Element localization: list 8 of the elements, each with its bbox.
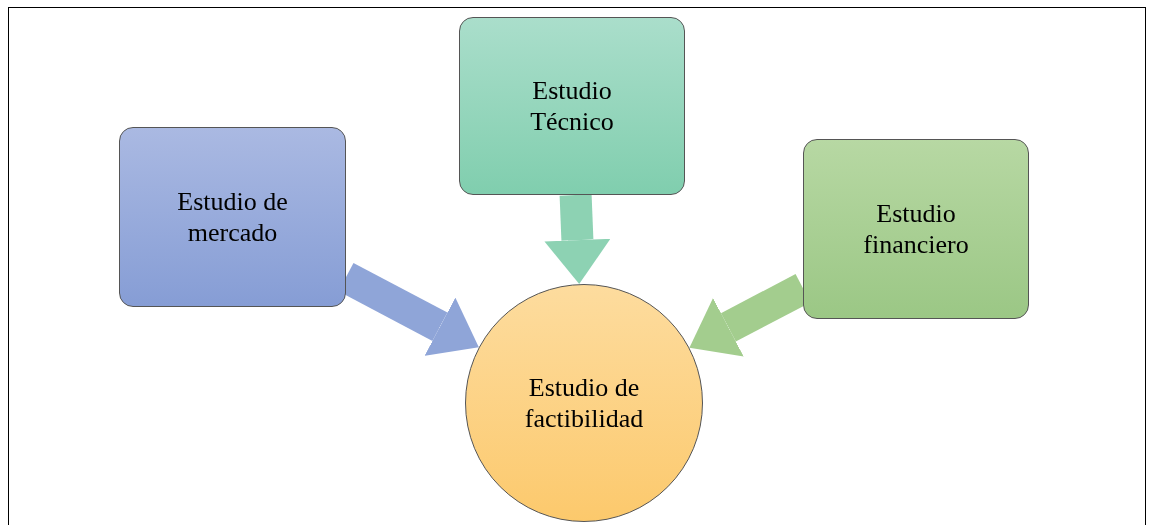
rounded-box: [459, 17, 685, 195]
node-label: Estudio de mercado: [176, 186, 289, 248]
node-label: Estudio Técnico: [529, 75, 615, 137]
block-arrow: [544, 194, 611, 285]
rounded-box: [803, 139, 1029, 319]
node-label: Estudio de factibilidad: [523, 372, 645, 434]
node-label: Estudio financiero: [862, 198, 970, 260]
rounded-box: [119, 127, 346, 307]
